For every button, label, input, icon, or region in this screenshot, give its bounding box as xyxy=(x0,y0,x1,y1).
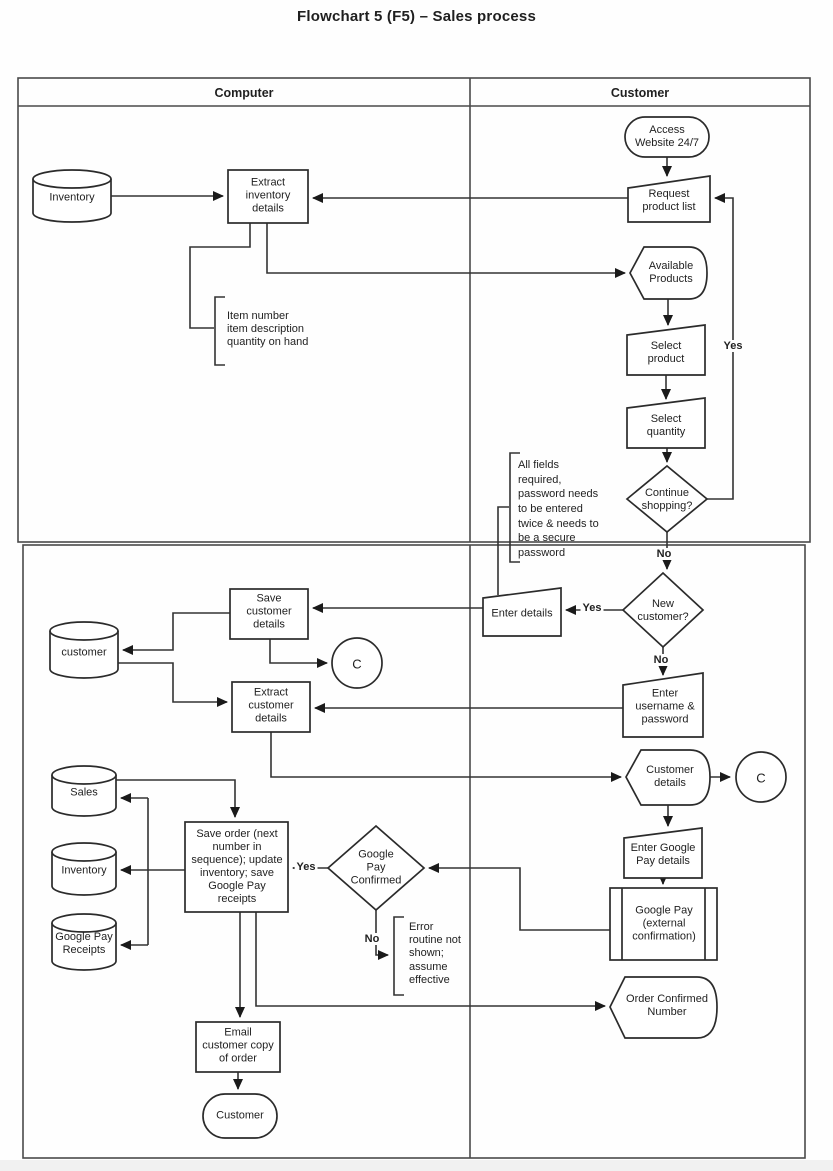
sales-db-label: Sales xyxy=(70,786,98,799)
enter-gpay-shape xyxy=(623,827,703,879)
error-note-bracket xyxy=(393,916,404,996)
select-quantity-shape xyxy=(626,397,706,449)
gpay-external-shape xyxy=(609,887,718,961)
connectors xyxy=(111,157,734,1090)
extract-inventory-label: Extract inventory details xyxy=(245,176,291,215)
save-customer-label: Save customer details xyxy=(246,592,292,631)
gpay-external-label: Google Pay (external confirmation) xyxy=(632,904,696,943)
customer-end-shape xyxy=(202,1093,278,1139)
edge-gpayconfirmed-no-to-error-note xyxy=(375,910,389,960)
customer-details-shape xyxy=(625,749,711,806)
edge-extract-to-available xyxy=(266,223,626,278)
password-note-bracket xyxy=(509,452,520,563)
save-order-label: Save order (next number in sequence); up… xyxy=(191,828,283,905)
enter-gpay-label: Enter Google Pay details xyxy=(630,842,696,867)
new-customer-shape xyxy=(621,571,705,649)
inventory-db-bottom-shape xyxy=(51,842,117,896)
enter-username-shape xyxy=(622,672,704,738)
customer-db-shape xyxy=(49,621,119,679)
edge-customerdb-to-extractcustomer xyxy=(118,662,228,707)
available-products-shape xyxy=(629,246,708,300)
customer-details-label: Customer details xyxy=(646,764,694,789)
save-customer-shape xyxy=(229,588,309,640)
edge-saveorder-to-orderconfirmed xyxy=(255,912,606,1011)
connector-c2-label: C xyxy=(756,770,766,786)
edge-label-new-customer-no: No xyxy=(651,654,671,666)
swimlane-bottom-frame xyxy=(22,544,806,1159)
email-customer-label: Email customer copy of order xyxy=(202,1026,274,1065)
connector-c1-shape xyxy=(331,637,383,689)
node-shapes xyxy=(32,116,787,1139)
enter-username-label: Enter username & password xyxy=(635,687,695,726)
swimlane-frames xyxy=(17,77,811,1159)
inventory-db-top-shape xyxy=(32,169,112,223)
select-product-label: Select product xyxy=(647,340,685,365)
customer-db-label: customer xyxy=(61,646,107,659)
item-fields-note: Item number item description quantity on… xyxy=(227,310,309,349)
access-website-shape xyxy=(624,116,710,158)
customer-end-label: Customer xyxy=(216,1109,264,1122)
swimlane-top-frame xyxy=(17,77,811,543)
order-confirmed-label: Order Confirmed Number xyxy=(626,993,708,1018)
lane-header-customer: Customer xyxy=(610,86,670,100)
edge-extract-to-item-note xyxy=(189,223,251,329)
extract-inventory-shape xyxy=(227,169,309,224)
edge-gpayexternal-to-gpayconfirmed xyxy=(428,863,610,931)
connector-c2-shape xyxy=(735,751,787,803)
extract-customer-label: Extract customer details xyxy=(248,686,294,725)
available-products-label: Available Products xyxy=(648,260,694,285)
continue-shopping-shape xyxy=(625,464,709,534)
edge-sales-to-saveorder xyxy=(116,779,240,818)
request-product-list-shape xyxy=(627,175,711,223)
email-customer-shape xyxy=(195,1021,281,1073)
connector-c1-label: C xyxy=(352,656,362,672)
gpay-confirmed-label: Google Pay Confirmed xyxy=(350,848,402,887)
edge-label-continue-yes: Yes xyxy=(721,340,745,352)
continue-shopping-label: Continue shopping? xyxy=(641,487,693,512)
annotation-brackets xyxy=(214,296,520,996)
edge-savecustomer-to-c1 xyxy=(269,639,328,668)
new-customer-label: New customer? xyxy=(637,598,689,623)
gpay-confirmed-shape xyxy=(326,824,426,912)
select-quantity-label: Select quantity xyxy=(646,413,686,438)
edge-extractcustomer-to-customerdetails xyxy=(270,732,622,782)
lane-header-computer: Computer xyxy=(214,86,274,100)
sales-db-shape xyxy=(51,765,117,817)
page-title: Flowchart 5 (F5) – Sales process xyxy=(297,8,536,25)
page-bottom-margin xyxy=(0,1160,833,1171)
order-confirmed-shape xyxy=(609,976,718,1039)
edge-enterdetails-to-password-note xyxy=(497,506,509,595)
enter-details-shape xyxy=(482,587,562,637)
select-product-shape xyxy=(626,324,706,376)
inventory-db-bottom-label: Inventory xyxy=(61,864,107,877)
password-rules-note: All fields required, password needs to b… xyxy=(518,459,599,559)
gpay-receipts-db-label: Google Pay Receipts xyxy=(55,931,113,956)
inventory-db-top-label: Inventory xyxy=(49,191,95,204)
edge-label-new-customer-yes: Yes xyxy=(580,602,604,614)
edge-label-gpay-yes: Yes xyxy=(294,861,318,873)
error-routine-note: Error routine not shown; assume effectiv… xyxy=(409,921,461,986)
enter-details-label: Enter details xyxy=(491,607,553,620)
edge-savecustomer-to-customerdb xyxy=(122,612,230,655)
access-website-label: Access Website 24/7 xyxy=(634,124,700,149)
edge-label-gpay-no: No xyxy=(362,933,382,945)
extract-customer-shape xyxy=(231,681,311,733)
gpay-receipts-db-shape xyxy=(51,913,117,971)
item-note-bracket xyxy=(214,296,225,366)
save-order-shape xyxy=(184,821,289,913)
edge-label-continue-no: No xyxy=(654,548,674,560)
request-product-list-label: Request product list xyxy=(642,188,696,213)
